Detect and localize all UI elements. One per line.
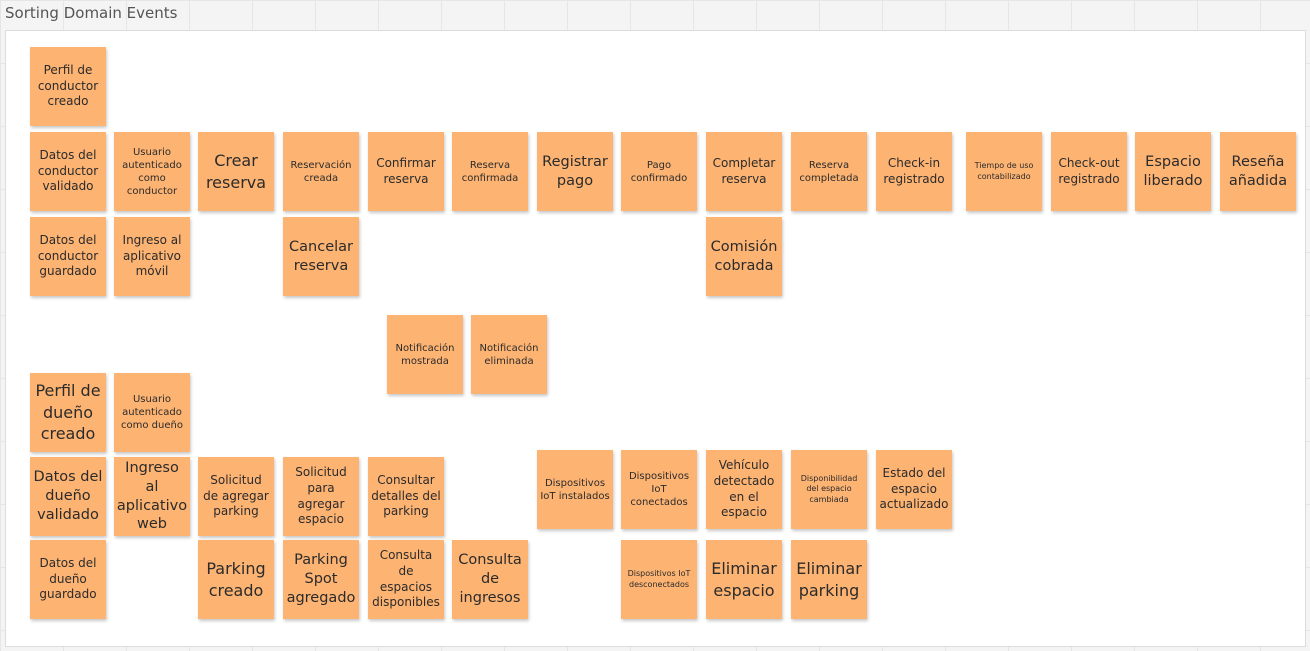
- sticky-note[interactable]: Notificación mostrada: [387, 315, 463, 394]
- sticky-note[interactable]: Usuario autenticado como conductor: [114, 132, 190, 211]
- board-frame[interactable]: Perfil de conductor creado Datos del con…: [5, 30, 1306, 647]
- sticky-note[interactable]: Parking Spot agregado: [283, 540, 359, 619]
- sticky-note[interactable]: Comisión cobrada: [706, 217, 782, 296]
- sticky-note[interactable]: Pago confirmado: [621, 132, 697, 211]
- sticky-note-text: Registrar pago: [542, 153, 608, 189]
- sticky-note[interactable]: Usuario autenticado como dueño: [114, 373, 190, 452]
- sticky-note-text: Estado del espacio actualizado: [879, 466, 949, 512]
- sticky-note-text: Reserva confirmada: [461, 159, 519, 184]
- sticky-note[interactable]: Confirmar reserva: [368, 132, 444, 211]
- sticky-note[interactable]: Check-in registrado: [876, 132, 952, 211]
- sticky-note[interactable]: Dispositivos IoT instalados: [537, 450, 613, 529]
- sticky-note-text: Perfil de conductor creado: [37, 63, 99, 109]
- sticky-note-text: Reservación creada: [290, 159, 352, 184]
- sticky-note-text: Consultar detalles del parking: [371, 473, 441, 519]
- sticky-note-text: Usuario autenticado como conductor: [122, 146, 182, 197]
- sticky-note-text: Solicitud de agregar parking: [203, 473, 269, 519]
- sticky-note-text: Confirmar reserva: [376, 155, 436, 186]
- sticky-note[interactable]: Estado del espacio actualizado: [876, 450, 952, 529]
- sticky-note[interactable]: Solicitud de agregar parking: [198, 457, 274, 536]
- sticky-note[interactable]: Dispositivos IoT conectados: [621, 450, 697, 529]
- frame-title[interactable]: Sorting Domain Events: [5, 4, 178, 22]
- sticky-note[interactable]: Crear reserva: [198, 132, 274, 211]
- sticky-note-text: Parking creado: [206, 558, 266, 600]
- sticky-note[interactable]: Notificación eliminada: [471, 315, 547, 394]
- sticky-note-text: Eliminar parking: [796, 558, 862, 600]
- sticky-note-text: Check-in registrado: [883, 155, 945, 186]
- sticky-note-text: Datos del conductor guardado: [37, 233, 99, 279]
- sticky-note[interactable]: Perfil de conductor creado: [30, 47, 106, 126]
- sticky-note[interactable]: Reservación creada: [283, 132, 359, 211]
- sticky-note[interactable]: Consultar detalles del parking: [368, 457, 444, 536]
- sticky-note[interactable]: Tiempo de uso contabilizado: [966, 132, 1042, 211]
- sticky-note-text: Cancelar reserva: [289, 238, 353, 274]
- sticky-note-text: Ingreso al aplicativo móvil: [122, 233, 182, 279]
- sticky-note-text: Usuario autenticado como dueño: [121, 394, 183, 431]
- sticky-note[interactable]: Perfil de dueño creado: [30, 373, 106, 452]
- sticky-note-text: Check-out registrado: [1058, 155, 1120, 186]
- sticky-note[interactable]: Datos del conductor guardado: [30, 217, 106, 296]
- sticky-note[interactable]: Eliminar parking: [791, 540, 867, 619]
- sticky-note-text: Reseña añadida: [1228, 153, 1288, 189]
- sticky-note[interactable]: Registrar pago: [537, 132, 613, 211]
- sticky-note-text: Notificación mostrada: [395, 342, 455, 367]
- sticky-note-text: Espacio liberado: [1143, 153, 1203, 189]
- sticky-note-text: Datos del dueño guardado: [39, 556, 97, 602]
- sticky-note[interactable]: Vehículo detectado en el espacio: [706, 450, 782, 529]
- sticky-note-text: Dispositivos IoT conectados: [628, 471, 690, 508]
- sticky-note[interactable]: Reseña añadida: [1220, 132, 1296, 211]
- sticky-note[interactable]: Disponibilidad del espacio cambiada: [791, 450, 867, 529]
- sticky-note[interactable]: Datos del conductor validado: [30, 132, 106, 211]
- sticky-note[interactable]: Reserva completada: [791, 132, 867, 211]
- sticky-note-text: Consulta de ingresos: [458, 552, 522, 606]
- sticky-note-text: Notificación eliminada: [479, 342, 539, 367]
- sticky-note-text: Consulta de espacios disponibles: [372, 548, 440, 610]
- sticky-note[interactable]: Parking creado: [198, 540, 274, 619]
- sticky-note[interactable]: Reserva confirmada: [452, 132, 528, 211]
- sticky-note-text: Perfil de dueño creado: [35, 381, 101, 444]
- sticky-note[interactable]: Ingreso al aplicativo móvil: [114, 217, 190, 296]
- sticky-note-text: Eliminar espacio: [711, 558, 777, 600]
- sticky-note-text: Parking Spot agregado: [286, 552, 356, 606]
- sticky-note-text: Disponibilidad del espacio cambiada: [800, 473, 858, 504]
- sticky-note-text: Datos del conductor validado: [37, 148, 99, 194]
- sticky-note-text: Vehículo detectado en el espacio: [713, 458, 775, 520]
- sticky-note-text: Reserva completada: [799, 159, 859, 184]
- sticky-note-text: Ingreso al aplicativo web: [116, 459, 188, 533]
- sticky-note[interactable]: Consulta de espacios disponibles: [368, 540, 444, 619]
- sticky-note-text: Dispositivos IoT desconectados: [627, 569, 691, 589]
- sticky-note-text: Crear reserva: [205, 150, 267, 192]
- sticky-note-text: Completar reserva: [712, 155, 776, 186]
- sticky-note-text: Dispositivos IoT instalados: [540, 477, 610, 502]
- sticky-note-text: Solicitud para agregar espacio: [295, 465, 347, 527]
- sticky-note[interactable]: Dispositivos IoT desconectados: [621, 540, 697, 619]
- sticky-note[interactable]: Check-out registrado: [1051, 132, 1127, 211]
- sticky-note-text: Pago confirmado: [630, 159, 688, 184]
- sticky-note-text: Comisión cobrada: [710, 238, 778, 274]
- sticky-note[interactable]: Completar reserva: [706, 132, 782, 211]
- sticky-note[interactable]: Cancelar reserva: [283, 217, 359, 296]
- sticky-note-text: Datos del dueño validado: [33, 469, 103, 523]
- sticky-note[interactable]: Solicitud para agregar espacio: [283, 457, 359, 536]
- sticky-note[interactable]: Datos del dueño validado: [30, 457, 106, 536]
- sticky-note[interactable]: Espacio liberado: [1135, 132, 1211, 211]
- sticky-note-text: Tiempo de uso contabilizado: [974, 161, 1034, 181]
- sticky-note[interactable]: Consulta de ingresos: [452, 540, 528, 619]
- sticky-note[interactable]: Datos del dueño guardado: [30, 540, 106, 619]
- sticky-note[interactable]: Ingreso al aplicativo web: [114, 457, 190, 536]
- sticky-note[interactable]: Eliminar espacio: [706, 540, 782, 619]
